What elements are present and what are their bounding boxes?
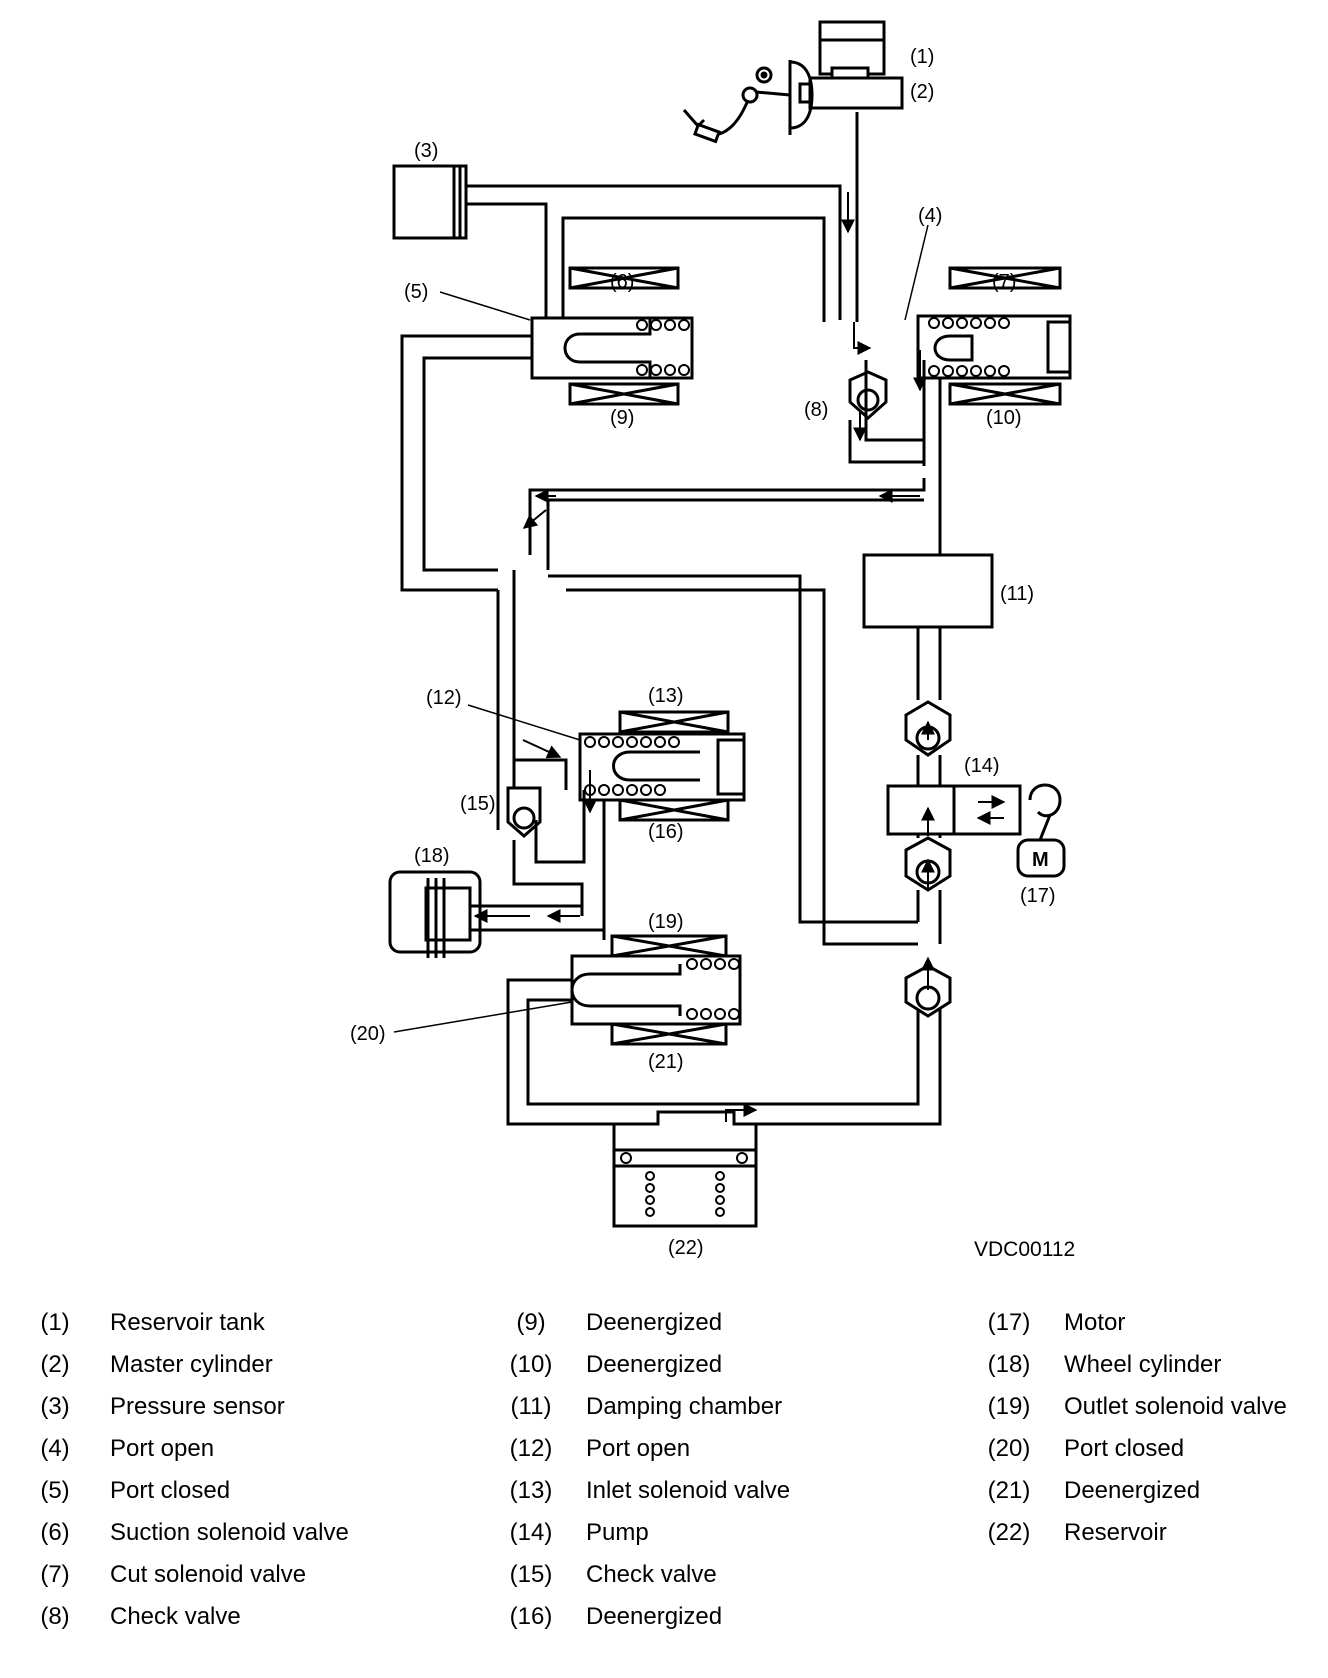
callout-21: (21) [648, 1051, 684, 1073]
legend-text: Motor [1064, 1309, 1126, 1336]
pump [886, 700, 1022, 892]
legend-number: (2) [40, 1351, 70, 1378]
legend-text: Reservoir tank [110, 1309, 265, 1336]
callout-13: (13) [648, 685, 684, 707]
legend-text: Reservoir [1064, 1519, 1167, 1546]
callout-22: (22) [668, 1237, 704, 1259]
damping-chamber [862, 553, 994, 629]
legend-number: (4) [40, 1435, 70, 1462]
legend-text: Deenergized [1064, 1477, 1201, 1504]
callout-4: (4) [918, 205, 942, 227]
callout-7: (7) [992, 271, 1016, 293]
callout-11: (11) [1000, 583, 1034, 605]
callout-14: (14) [964, 755, 1000, 777]
legend-number: (14) [509, 1519, 553, 1546]
legend-number: (16) [509, 1603, 553, 1630]
legend-number: (15) [509, 1561, 553, 1588]
legend-text: Deenergized [586, 1309, 723, 1336]
legend-text: Port open [586, 1435, 691, 1462]
callout-15: (15) [460, 793, 496, 815]
callout-19: (19) [648, 911, 684, 933]
pressure-sensor [392, 164, 468, 240]
legend-text: Pressure sensor [110, 1393, 285, 1420]
brake-pedal [682, 66, 791, 144]
legend-text: Inlet solenoid valve [586, 1477, 791, 1504]
motor-symbol: M [1032, 849, 1049, 871]
legend-text: Pump [586, 1519, 649, 1546]
legend-number: (17) [987, 1309, 1031, 1336]
legend-number: (12) [509, 1435, 553, 1462]
callout-9: (9) [610, 407, 634, 429]
callout-10: (10) [986, 407, 1022, 429]
callout-1: (1) [910, 46, 934, 68]
legend-number: (19) [987, 1393, 1031, 1420]
legend-number: (1) [40, 1309, 70, 1336]
legend-text: Suction solenoid valve [110, 1519, 349, 1546]
legend-number: (11) [510, 1393, 552, 1420]
legend-text: Outlet solenoid valve [1064, 1393, 1287, 1420]
check-valve-8 [848, 370, 888, 421]
legend-number: (3) [40, 1393, 70, 1420]
legend-number: (9) [516, 1309, 546, 1336]
callout-20: (20) [350, 1023, 386, 1045]
reservoir [612, 1110, 758, 1228]
hydraulic-circuit-diagram: (1) (2) (3) (4) (5) (6) (7) (8) (9) (10)… [350, 20, 1075, 1261]
check-valve-15 [506, 786, 542, 838]
outlet-solenoid-valve [570, 934, 742, 1046]
inlet-solenoid-valve [578, 710, 746, 822]
legend-number: (5) [40, 1477, 70, 1504]
wheel-cylinder [388, 870, 482, 958]
legend-number: (10) [509, 1351, 553, 1378]
legend-text: Wheel cylinder [1064, 1351, 1222, 1378]
legend-text: Deenergized [586, 1603, 723, 1630]
legend-number: (18) [987, 1351, 1031, 1378]
legend-text: Deenergized [586, 1351, 723, 1378]
legend-text: Check valve [586, 1561, 717, 1588]
legend-text: Port open [110, 1435, 215, 1462]
legend-number: (20) [987, 1435, 1031, 1462]
legend-number: (7) [40, 1561, 70, 1588]
cut-solenoid-valve [916, 266, 1072, 406]
legend-text: Check valve [110, 1603, 241, 1630]
callout-3: (3) [414, 140, 438, 162]
legend-number: (21) [987, 1477, 1031, 1504]
callout-18: (18) [414, 845, 450, 867]
callout-12: (12) [426, 687, 462, 709]
legend-text: Port closed [1064, 1435, 1185, 1462]
suction-solenoid-valve [530, 266, 694, 406]
callout-17: (17) [1020, 885, 1056, 907]
callout-2: (2) [910, 81, 934, 103]
callout-6: (6) [610, 271, 634, 293]
legend-number: (6) [40, 1519, 70, 1546]
callout-8: (8) [804, 399, 828, 421]
callout-16: (16) [648, 821, 684, 843]
legend-text: Port closed [110, 1477, 231, 1504]
motor [1016, 783, 1066, 878]
figure-code: VDC00112 [974, 1238, 1075, 1261]
legend-number: (8) [40, 1603, 70, 1630]
legend-text: Master cylinder [110, 1351, 273, 1378]
callout-5: (5) [404, 281, 428, 303]
legend-number: (13) [509, 1477, 553, 1504]
legend-text: Damping chamber [586, 1393, 783, 1420]
legend-text: Cut solenoid valve [110, 1561, 307, 1588]
legend-number: (22) [987, 1519, 1031, 1546]
reservoir-tank [818, 20, 886, 80]
master-cylinder [788, 60, 904, 135]
